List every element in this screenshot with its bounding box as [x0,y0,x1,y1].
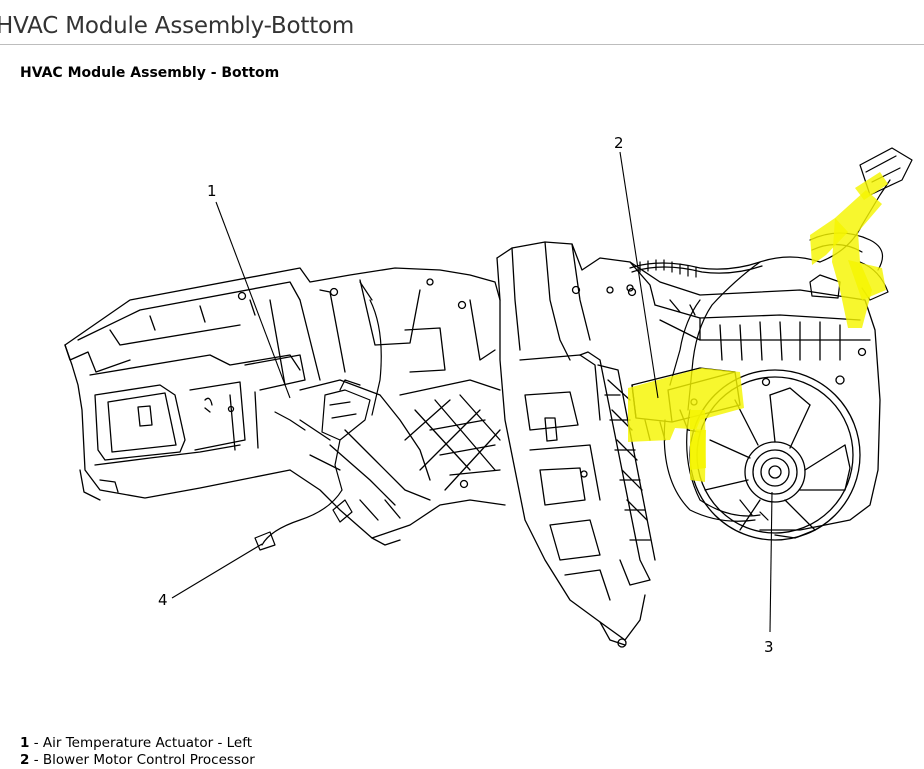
legend-number: 1 [20,735,30,751]
callout-2-number: 2 [614,134,624,152]
callout-4-number: 4 [158,591,168,609]
left-housing [64,267,501,501]
legend-separator: - [29,752,43,768]
figure-title: HVAC Module Assembly - Bottom [20,65,280,81]
legend-label: Blower Motor Control Processor [42,752,255,768]
callout-3-number: 3 [764,638,774,656]
header-divider [0,44,924,45]
legend-item: 1 - Air Temperature Actuator - Left [20,735,255,752]
legend-item: 2 - Blower Motor Control Processor [20,752,255,769]
center-duct [289,379,506,546]
callout-4-leader [171,543,263,599]
page-header: HVAC Module Assembly-Bottom [0,0,924,45]
page-title: HVAC Module Assembly-Bottom [0,13,355,39]
legend-label: Air Temperature Actuator - Left [42,735,253,751]
legend-separator: - [29,735,43,751]
legend-number: 2 [20,752,30,768]
callout-3-leader [769,491,773,633]
blower-scroll-housing [496,241,656,648]
yellow-highlight [628,172,888,482]
parts-legend: 1 - Air Temperature Actuator - Left 2 - … [20,735,255,769]
callout-1-number: 1 [207,182,217,200]
callout-leaders [171,151,773,633]
callout-2-leader [619,151,659,399]
callout-1-leader [215,201,291,399]
